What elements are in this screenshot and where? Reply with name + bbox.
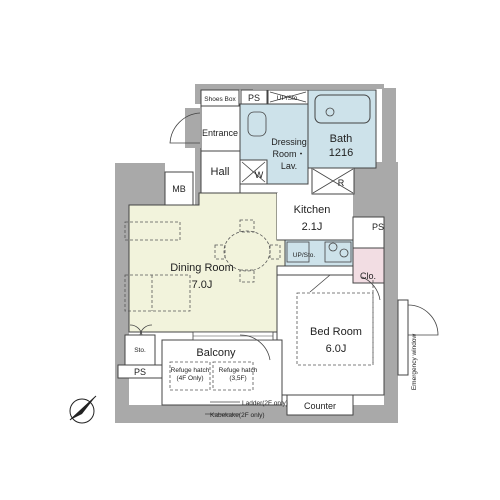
label-refuge1-1: Refuge hatch xyxy=(171,367,210,374)
label-ladder: Ladder(2F only) xyxy=(242,400,288,407)
kitchen-details xyxy=(276,167,385,276)
storage-bottom xyxy=(117,324,163,379)
label-ps-right: PS xyxy=(372,222,384,232)
label-balcony: Balcony xyxy=(196,347,236,359)
balcony-area xyxy=(161,331,283,415)
label-dressing-2: Room・ xyxy=(272,149,305,159)
kitchen-floor xyxy=(277,193,353,240)
bedroom-furniture xyxy=(296,274,381,366)
emergency-window xyxy=(397,299,439,376)
label-entrance: Entrance xyxy=(202,128,238,138)
label-bedroom-size: 6.0J xyxy=(326,343,347,355)
label-r: R xyxy=(338,178,345,188)
label-refuge2-2: (3,5F) xyxy=(229,375,246,382)
bath-fixtures xyxy=(247,94,371,137)
label-kitchen: Kitchen xyxy=(294,204,331,216)
entrance-area xyxy=(164,89,309,206)
label-sto: Sto. xyxy=(134,347,146,354)
label-up-sto-kitchen: UP/Sto. xyxy=(293,252,316,259)
label-kabekake: Kabekake(2F only) xyxy=(210,412,265,419)
label-w: W xyxy=(255,170,264,180)
clo-floor xyxy=(352,247,385,284)
label-emergency-window: Emergency window xyxy=(411,334,418,391)
label-hall: Hall xyxy=(211,166,230,178)
label-shoes-box: Shoes Box xyxy=(204,96,236,103)
label-clo: Clo. xyxy=(360,271,376,281)
label-ps-top: PS xyxy=(248,93,260,103)
label-dressing-3: Lav. xyxy=(281,161,297,171)
bedroom-floor xyxy=(276,274,385,396)
labels: Shoes Box PS UP/Sto. Entrance Dressing R… xyxy=(134,93,418,419)
label-bath-size: 1216 xyxy=(329,147,353,159)
label-counter: Counter xyxy=(304,401,336,411)
label-refuge1-2: (4F Only) xyxy=(176,375,203,382)
label-ps-bottom: PS xyxy=(134,367,146,377)
label-dining: Dining Room xyxy=(170,262,234,274)
label-up-sto-top: UP/Sto. xyxy=(277,95,300,102)
label-bedroom: Bed Room xyxy=(310,326,362,338)
compass-north-icon xyxy=(69,395,97,424)
counter-area xyxy=(286,394,354,416)
label-refuge2-1: Refuge hatch xyxy=(219,367,258,374)
label-bath: Bath xyxy=(330,133,353,145)
label-dressing-1: Dressing xyxy=(271,137,307,147)
label-dining-size: 7.0J xyxy=(192,279,213,291)
label-mb: MB xyxy=(172,184,186,194)
dining-furniture xyxy=(124,219,281,312)
label-kitchen-size: 2.1J xyxy=(302,221,323,233)
